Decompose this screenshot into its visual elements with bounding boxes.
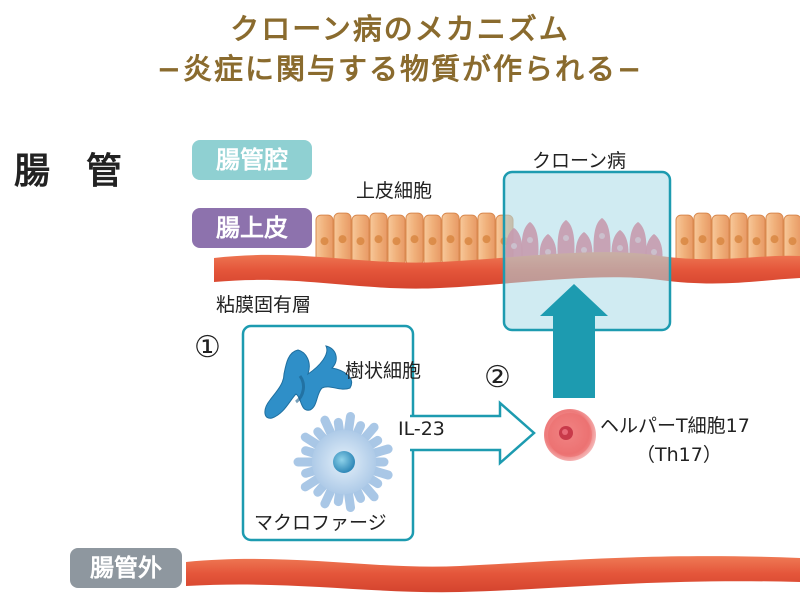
intestinal-wall-lower: [186, 556, 800, 593]
epithelium-tag: 腸上皮: [192, 208, 312, 248]
dendritic-cell: [264, 345, 352, 419]
th17-label-line-1: ヘルパーT細胞17: [600, 415, 750, 437]
epithelial-cell: [315, 214, 334, 268]
il23-label: IL-23: [398, 418, 445, 440]
step-2-marker: ②: [484, 360, 511, 395]
outside-tag: 腸管外: [70, 548, 182, 588]
epithelial-cell: [333, 212, 352, 266]
epithelial-cells-label: 上皮細胞: [356, 180, 433, 202]
epithelial-cell: [729, 212, 748, 266]
epithelial-cell: [387, 214, 406, 268]
epithelial-cell: [441, 212, 460, 266]
lamina-propria-label: 粘膜固有層: [216, 294, 312, 316]
epithelial-cell: [693, 212, 712, 266]
th17-label-line-2: （Th17）: [636, 444, 722, 466]
epithelial-cell: [477, 212, 496, 266]
il23-arrow-join: [406, 418, 414, 448]
step-1-marker: ①: [194, 330, 221, 365]
intestine-label: 腸 管: [14, 151, 123, 192]
epithelial-cell: [765, 212, 784, 266]
epithelial-cell: [711, 214, 730, 268]
th17-cell: [544, 409, 596, 461]
epithelial-cell: [747, 214, 766, 268]
macrophage-label: マクロファージ: [254, 512, 387, 534]
epithelial-cell: [459, 214, 478, 268]
dendritic-cell-label: 樹状細胞: [345, 360, 422, 382]
title-line-1: クローン病のメカニズム: [230, 12, 570, 46]
lumen-tag: 腸管腔: [192, 140, 312, 180]
title-line-2: −炎症に関与する物質が作られる−: [156, 52, 644, 86]
il23-arrow: [410, 400, 536, 466]
epithelial-cell: [369, 212, 388, 266]
epithelial-cell: [423, 214, 442, 268]
th17-up-arrow: [540, 284, 608, 398]
epithelial-cell: [405, 212, 424, 266]
crohns-label: クローン病: [532, 150, 627, 172]
epithelial-cell: [351, 214, 370, 268]
macrophage: [293, 412, 393, 512]
